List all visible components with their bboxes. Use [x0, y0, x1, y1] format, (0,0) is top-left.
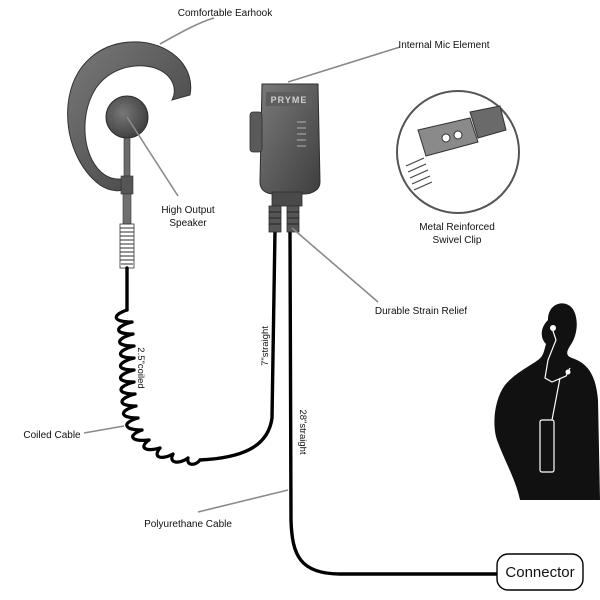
mic-label: Internal Mic Element	[398, 40, 489, 51]
straight-7-wire	[198, 228, 277, 462]
leader-lines	[83, 17, 401, 513]
strain-relief-label: Durable Strain Relief	[375, 306, 467, 317]
connector-box: Connector	[496, 553, 584, 591]
swivel-clip-icon	[396, 90, 520, 214]
person-silhouette-icon	[494, 303, 600, 500]
clip-label-line2: Swivel Clip	[433, 235, 482, 246]
coiled-length-label: 2.5"coiled	[135, 347, 146, 388]
speaker-label-line2: Speaker	[169, 218, 207, 229]
strain-relief-icon	[268, 205, 300, 233]
clip-label-line1: Metal Reinforced	[419, 222, 495, 233]
straight-28-length-label: 28"straight	[297, 409, 308, 454]
brand-label: PRYME	[271, 95, 308, 105]
coiled-cable	[114, 308, 202, 466]
connector-label: Connector	[505, 564, 574, 581]
straight-7-length-label: 7"straight	[260, 326, 271, 366]
coiled-cable-label: Coiled Cable	[23, 430, 81, 441]
polyurethane-cable-label: Polyurethane Cable	[144, 519, 232, 530]
mic-body-icon	[249, 83, 321, 207]
straight-28-wire	[288, 228, 499, 576]
speaker-stem	[119, 137, 135, 269]
earhook-label: Comfortable Earhook	[178, 8, 273, 19]
speaker-label-line1: High Output	[161, 205, 215, 216]
